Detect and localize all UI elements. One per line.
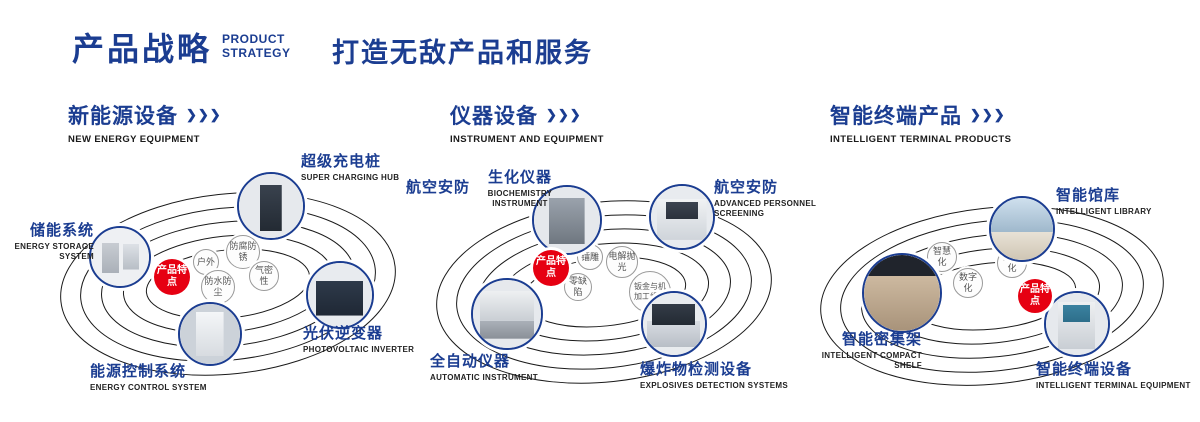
- product-photo-super-charging-hub: [239, 174, 303, 238]
- product-name-en: BIOCHEMISTRY INSTRUMENT: [487, 189, 553, 209]
- product-circle-energy-control: [178, 302, 242, 366]
- product-name-en: ENERGY CONTROL SYSTEM: [90, 383, 207, 392]
- product-circle-photovoltaic-inverter: [306, 261, 374, 329]
- feature-bubble: 零缺陷: [564, 273, 592, 301]
- product-name: 生化仪器: [487, 169, 552, 186]
- product-label-automatic-instrument: 全自动仪器 AUTOMATIC INSTRUMENT: [430, 350, 538, 383]
- product-name-en: ENERGY STORAGE SYSTEM: [14, 242, 94, 262]
- product-label-photovoltaic-inverter: 光伏逆变器 PHOTOVOLTAIC INVERTER: [303, 322, 414, 355]
- product-name-en: AUTOMATIC INSTRUMENT: [430, 373, 538, 382]
- feature-bubble: 数字化: [953, 268, 983, 298]
- product-name: 爆炸物检测设备: [640, 361, 753, 378]
- product-name: 超级充电桩: [301, 153, 382, 170]
- product-photo-energy-control: [180, 304, 240, 364]
- product-circle-intelligent-terminal-equipment: [1044, 291, 1110, 357]
- tagline: 打造无敌产品和服务: [332, 38, 593, 68]
- product-photo-photovoltaic-inverter: [308, 263, 372, 327]
- product-photo-energy-storage: [91, 228, 149, 286]
- section-subtitle: INSTRUMENT AND EQUIPMENT: [450, 134, 604, 145]
- section-subtitle: INTELLIGENT TERMINAL PRODUCTS: [830, 134, 1012, 145]
- product-circle-personnel-screening: [649, 184, 715, 250]
- page-subtitle: PRODUCT STRATEGY: [222, 32, 291, 61]
- product-label-super-charging-hub: 超级充电桩 SUPER CHARGING HUB: [301, 150, 399, 183]
- feature-bubble: 气密性: [249, 261, 279, 291]
- section-title: 智能终端产品: [830, 105, 962, 128]
- product-name: 航空安防: [714, 179, 779, 196]
- product-circle-intelligent-library: [989, 196, 1055, 262]
- product-name: 光伏逆变器: [303, 325, 384, 342]
- product-features-badge: 产品特点: [1018, 279, 1052, 313]
- product-name: 智能密集架: [841, 331, 922, 348]
- section-heading-new-energy: 新能源设备 ❯❯❯ NEW ENERGY EQUIPMENT: [68, 100, 222, 145]
- product-label-biochemistry-instrument: 生化仪器 BIOCHEMISTRY INSTRUMENT: [470, 166, 570, 210]
- product-circle-automatic-instrument: [471, 278, 543, 350]
- triple-chevron-icon: ❯❯❯: [546, 107, 582, 122]
- page-title: 产品战略: [72, 31, 213, 67]
- product-label-energy-control: 能源控制系统 ENERGY CONTROL SYSTEM: [90, 360, 207, 393]
- product-photo-explosives-detection: [643, 293, 705, 355]
- section-title: 仪器设备: [450, 105, 538, 128]
- product-label-personnel-screening: 航空安防 ADVANCED PERSONNEL SCREENING: [714, 176, 826, 220]
- product-photo-automatic-instrument: [473, 280, 541, 348]
- triple-chevron-icon: ❯❯❯: [186, 107, 222, 122]
- section-heading-intelligent-terminal: 智能终端产品 ❯❯❯ INTELLIGENT TERMINAL PRODUCTS: [830, 100, 1011, 145]
- product-name: 全自动仪器: [430, 353, 511, 370]
- product-name: 储能系统: [29, 222, 94, 239]
- product-circle-explosives-detection: [641, 291, 707, 357]
- product-features-badge: 产品特点: [154, 259, 190, 295]
- page-subtitle-line2: STRATEGY: [222, 45, 291, 60]
- product-name-en: INTELLIGENT LIBRARY: [1056, 207, 1152, 216]
- product-circle-energy-storage: [89, 226, 151, 288]
- page-subtitle-line1: PRODUCT: [222, 32, 285, 46]
- section-title: 新能源设备: [68, 105, 178, 128]
- label-aviation-security: 航空安防: [406, 179, 471, 196]
- section-subtitle: NEW ENERGY EQUIPMENT: [68, 134, 200, 145]
- product-circle-intelligent-compact-shelf: [862, 253, 942, 333]
- product-circle-biochemistry-instrument: [532, 185, 602, 255]
- product-name: 智能终端设备: [1036, 361, 1133, 378]
- product-name-en: EXPLOSIVES DETECTION SYSTEMS: [640, 381, 788, 390]
- feature-bubble: 防水防尘: [201, 270, 235, 304]
- triple-chevron-icon: ❯❯❯: [970, 107, 1006, 122]
- product-photo-biochemistry-instrument: [534, 187, 600, 253]
- product-features-badge: 产品特点: [533, 250, 569, 286]
- product-name-en: SUPER CHARGING HUB: [301, 173, 400, 182]
- product-name-en: PHOTOVOLTAIC INVERTER: [303, 345, 415, 354]
- product-circle-super-charging-hub: [237, 172, 305, 240]
- product-photo-intelligent-library: [991, 198, 1053, 260]
- product-label-explosives-detection: 爆炸物检测设备 EXPLOSIVES DETECTION SYSTEMS: [640, 358, 788, 391]
- product-name-en: ADVANCED PERSONNEL SCREENING: [714, 199, 817, 219]
- product-name-en: INTELLIGENT TERMINAL EQUIPMENT: [1036, 381, 1191, 390]
- product-photo-personnel-screening: [651, 186, 713, 248]
- product-photo-intelligent-compact-shelf: [864, 255, 940, 331]
- product-name-en: INTELLIGENT COMPACT SHELF: [821, 351, 922, 371]
- product-label-intelligent-terminal-equipment: 智能终端设备 INTELLIGENT TERMINAL EQUIPMENT: [1036, 358, 1191, 391]
- product-label-intelligent-compact-shelf: 智能密集架 INTELLIGENT COMPACT SHELF: [818, 328, 922, 372]
- product-label-energy-storage: 储能系统 ENERGY STORAGE SYSTEM: [6, 219, 94, 263]
- product-label-intelligent-library: 智能馆库 INTELLIGENT LIBRARY: [1056, 184, 1152, 217]
- product-name: 能源控制系统: [90, 363, 187, 380]
- feature-bubble: 电解抛光: [606, 246, 638, 278]
- product-photo-intelligent-terminal-equipment: [1046, 293, 1108, 355]
- product-name: 智能馆库: [1056, 187, 1121, 204]
- section-heading-instruments: 仪器设备 ❯❯❯ INSTRUMENT AND EQUIPMENT: [450, 100, 604, 145]
